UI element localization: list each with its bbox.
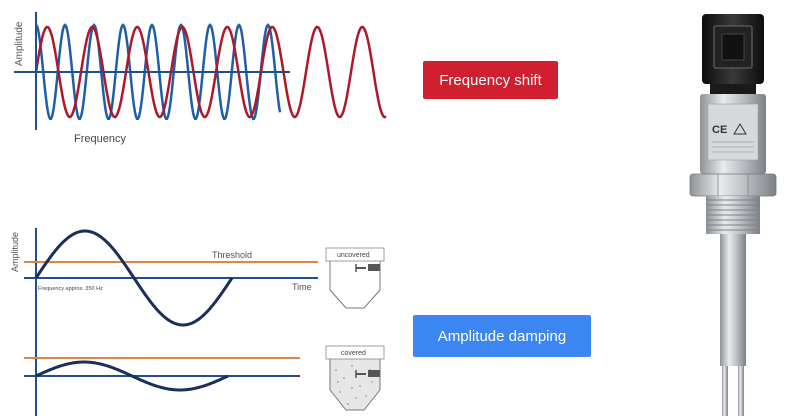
- frequency-note: Frequency approx. 350 Hz: [38, 286, 103, 292]
- thread: [706, 196, 760, 234]
- covered-tank-icon: covered: [325, 345, 385, 411]
- uncovered-label: uncovered: [337, 252, 370, 259]
- amplitude-chart: Amplitude Threshold Time Frequency appro…: [10, 228, 385, 416]
- y-axis-label: Amplitude: [10, 232, 20, 272]
- uncovered-wave: [34, 229, 234, 327]
- extension-tube: [720, 234, 746, 358]
- time-label: Time: [292, 282, 312, 292]
- frequency-shift-label: Frequency shift: [423, 61, 558, 99]
- shifted-frequency-wave: [34, 25, 387, 119]
- hex-nut: [689, 173, 777, 197]
- ce-mark: CE: [712, 124, 727, 136]
- warning-icon: [733, 123, 747, 135]
- fork-tines: [720, 358, 746, 416]
- frequency-chart: Amplitude Frequency: [14, 12, 387, 145]
- probe-icon: [368, 370, 380, 377]
- y-axis-label: Amplitude: [14, 21, 25, 66]
- covered-wave: [35, 360, 229, 392]
- sensor-housing: CE: [700, 94, 766, 174]
- vibrating-fork-sensor-image: CE: [689, 14, 777, 416]
- frequency-waves: [34, 23, 387, 120]
- x-axis-label: Frequency: [74, 133, 126, 145]
- covered-label: covered: [341, 350, 366, 357]
- threshold-label: Threshold: [212, 250, 252, 260]
- amplitude-damping-label: Amplitude damping: [413, 315, 591, 357]
- uncovered-tank-icon: uncovered: [325, 247, 385, 309]
- original-frequency-wave: [35, 23, 282, 120]
- probe-icon: [368, 264, 380, 271]
- connector-plug: [702, 14, 764, 94]
